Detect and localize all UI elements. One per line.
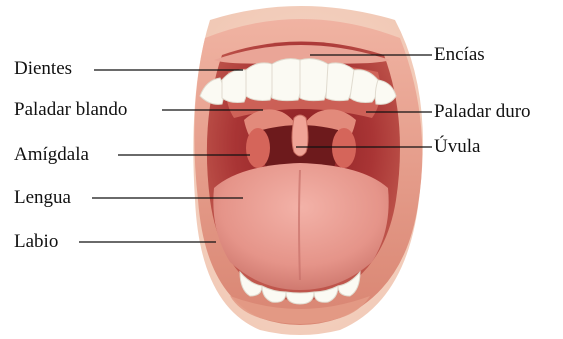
label-labio: Labio xyxy=(14,231,58,253)
tonsil-left xyxy=(246,128,270,168)
label-encias: Encías xyxy=(434,44,485,66)
label-amigdala: Amígdala xyxy=(14,144,89,166)
label-uvula: Úvula xyxy=(434,136,480,158)
tongue-midline xyxy=(299,170,300,280)
label-dientes: Dientes xyxy=(14,58,72,80)
uvula xyxy=(292,115,308,156)
label-lengua: Lengua xyxy=(14,187,71,209)
label-paladar-blando: Paladar blando xyxy=(14,99,127,121)
tonsil-right xyxy=(332,128,356,168)
label-paladar-duro: Paladar duro xyxy=(434,101,531,123)
